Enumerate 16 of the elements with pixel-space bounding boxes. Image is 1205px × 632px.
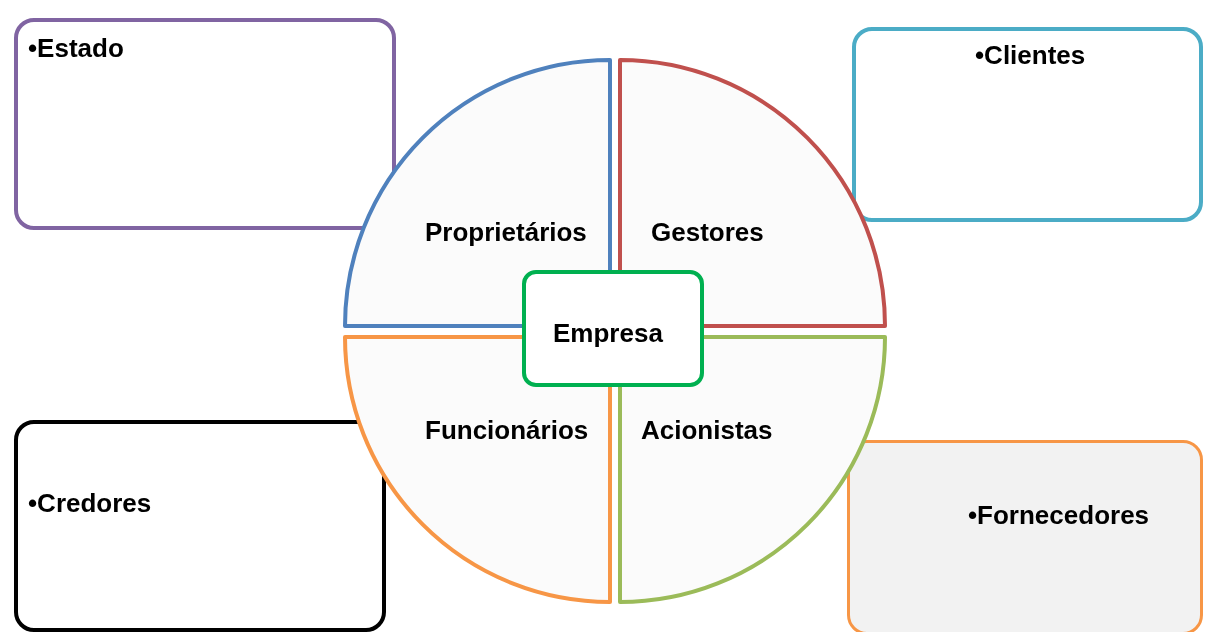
stakeholder-label: Proprietários (425, 217, 587, 247)
stakeholder-box (847, 440, 1203, 632)
quarter-circle-segment (345, 60, 610, 326)
stakeholder-box (14, 420, 386, 632)
stakeholder-box (14, 18, 396, 230)
stakeholder-label: •Fornecedores (968, 500, 1150, 530)
center-box (522, 270, 704, 387)
stakeholder-label: Empresa (553, 318, 663, 348)
stakeholder-label: Funcionários (425, 415, 589, 445)
stakeholder-label: •Clientes (975, 40, 1086, 70)
stakeholder-label: •Credores (28, 488, 152, 518)
stakeholder-label: Gestores (651, 217, 764, 247)
quarter-circle-segment (620, 60, 885, 326)
stakeholder-label: Acionistas (641, 415, 773, 445)
stakeholder-box (852, 27, 1203, 222)
stakeholder-label: •Estado (28, 33, 124, 63)
